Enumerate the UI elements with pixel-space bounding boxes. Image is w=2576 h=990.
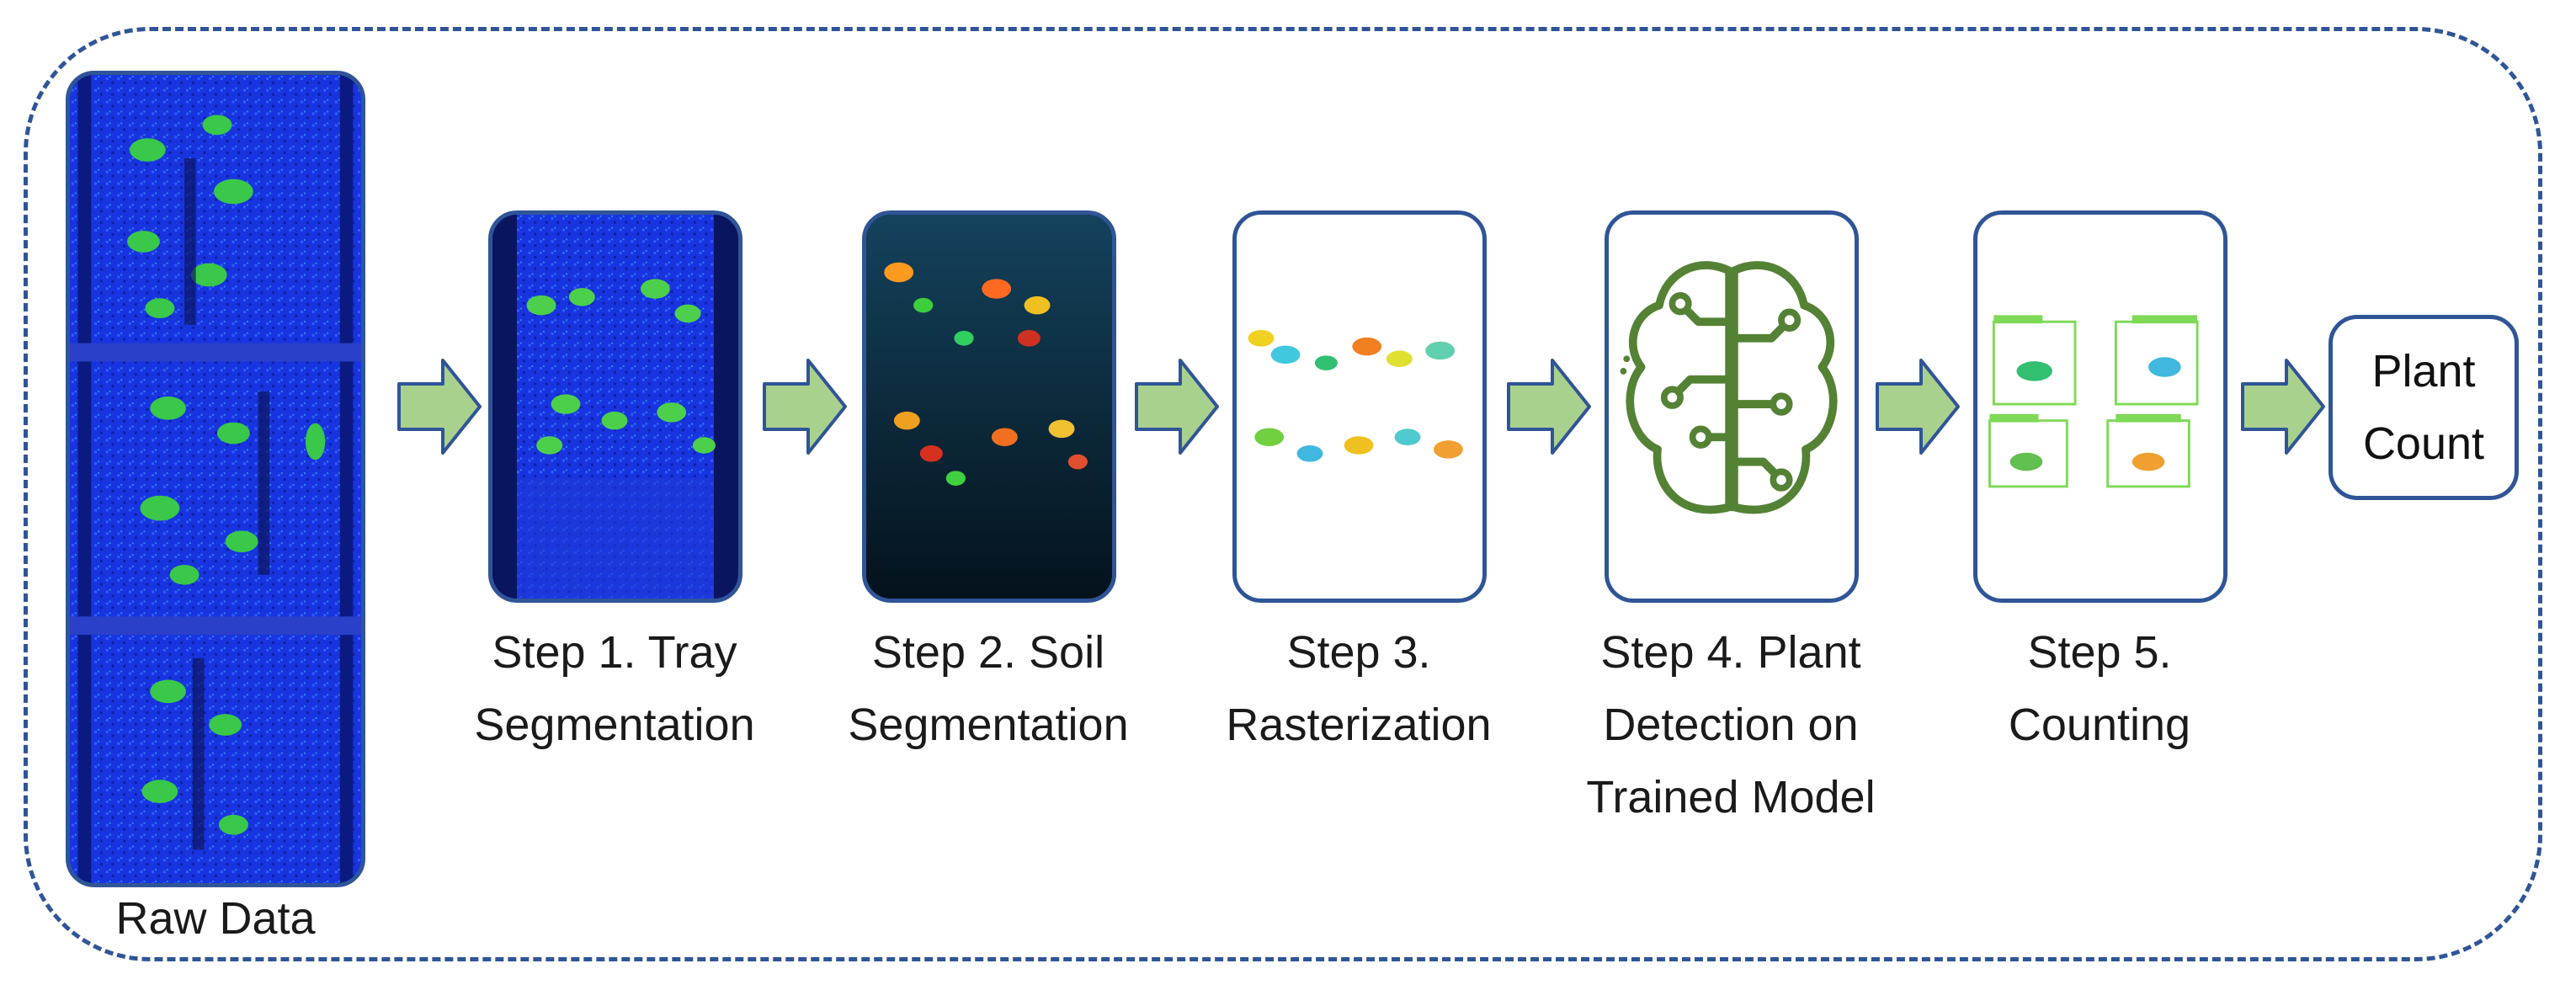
pipeline-frame: [24, 27, 2542, 961]
step-5-caption: Step 5. Counting: [1923, 616, 2276, 761]
plant-count-line1: Plant: [2371, 346, 2476, 397]
step-2-line1: Step 2. Soil: [871, 627, 1105, 678]
plant-count-box: Plant Count: [2329, 315, 2519, 500]
step-4-caption: Step 4. Plant Detection on Trained Model: [1554, 616, 1908, 833]
step-4-line2: Detection on: [1603, 700, 1859, 750]
arrow-right-icon: [1505, 357, 1593, 456]
soil-segmentation-image: [862, 210, 1116, 603]
step-2-line2: Segmentation: [848, 700, 1129, 750]
plant-count-line2: Count: [2362, 418, 2485, 469]
brain-icon: [1620, 261, 1838, 514]
raw-data-image: [66, 71, 365, 887]
raw-data-label: Raw Data: [115, 893, 316, 944]
step-3-caption: Step 3. Rasterization: [1182, 616, 1535, 761]
rasterization-image: [1232, 210, 1487, 603]
step-4-line1: Step 4. Plant: [1600, 627, 1861, 678]
step-3-line1: Step 3.: [1286, 627, 1431, 678]
arrow-right-icon: [2239, 357, 2327, 456]
step-3-line2: Rasterization: [1226, 700, 1492, 750]
arrow-right-icon: [761, 357, 849, 456]
tray-segmentation-image: [488, 210, 742, 603]
arrow-right-icon: [1874, 357, 1961, 456]
step-2-caption: Step 2. Soil Segmentation: [812, 616, 1165, 761]
arrow-right-icon: [396, 357, 483, 456]
step-1-line2: Segmentation: [474, 700, 755, 750]
step-5-line1: Step 5.: [2027, 627, 2172, 678]
step-1-line1: Step 1. Tray: [492, 627, 737, 678]
step-5-line2: Counting: [2008, 700, 2191, 750]
counting-image: [1973, 210, 2227, 603]
plant-detection-image: [1605, 210, 1859, 603]
step-1-caption: Step 1. Tray Segmentation: [438, 616, 791, 761]
arrow-right-icon: [1133, 357, 1221, 456]
step-4-line3: Trained Model: [1586, 772, 1876, 822]
